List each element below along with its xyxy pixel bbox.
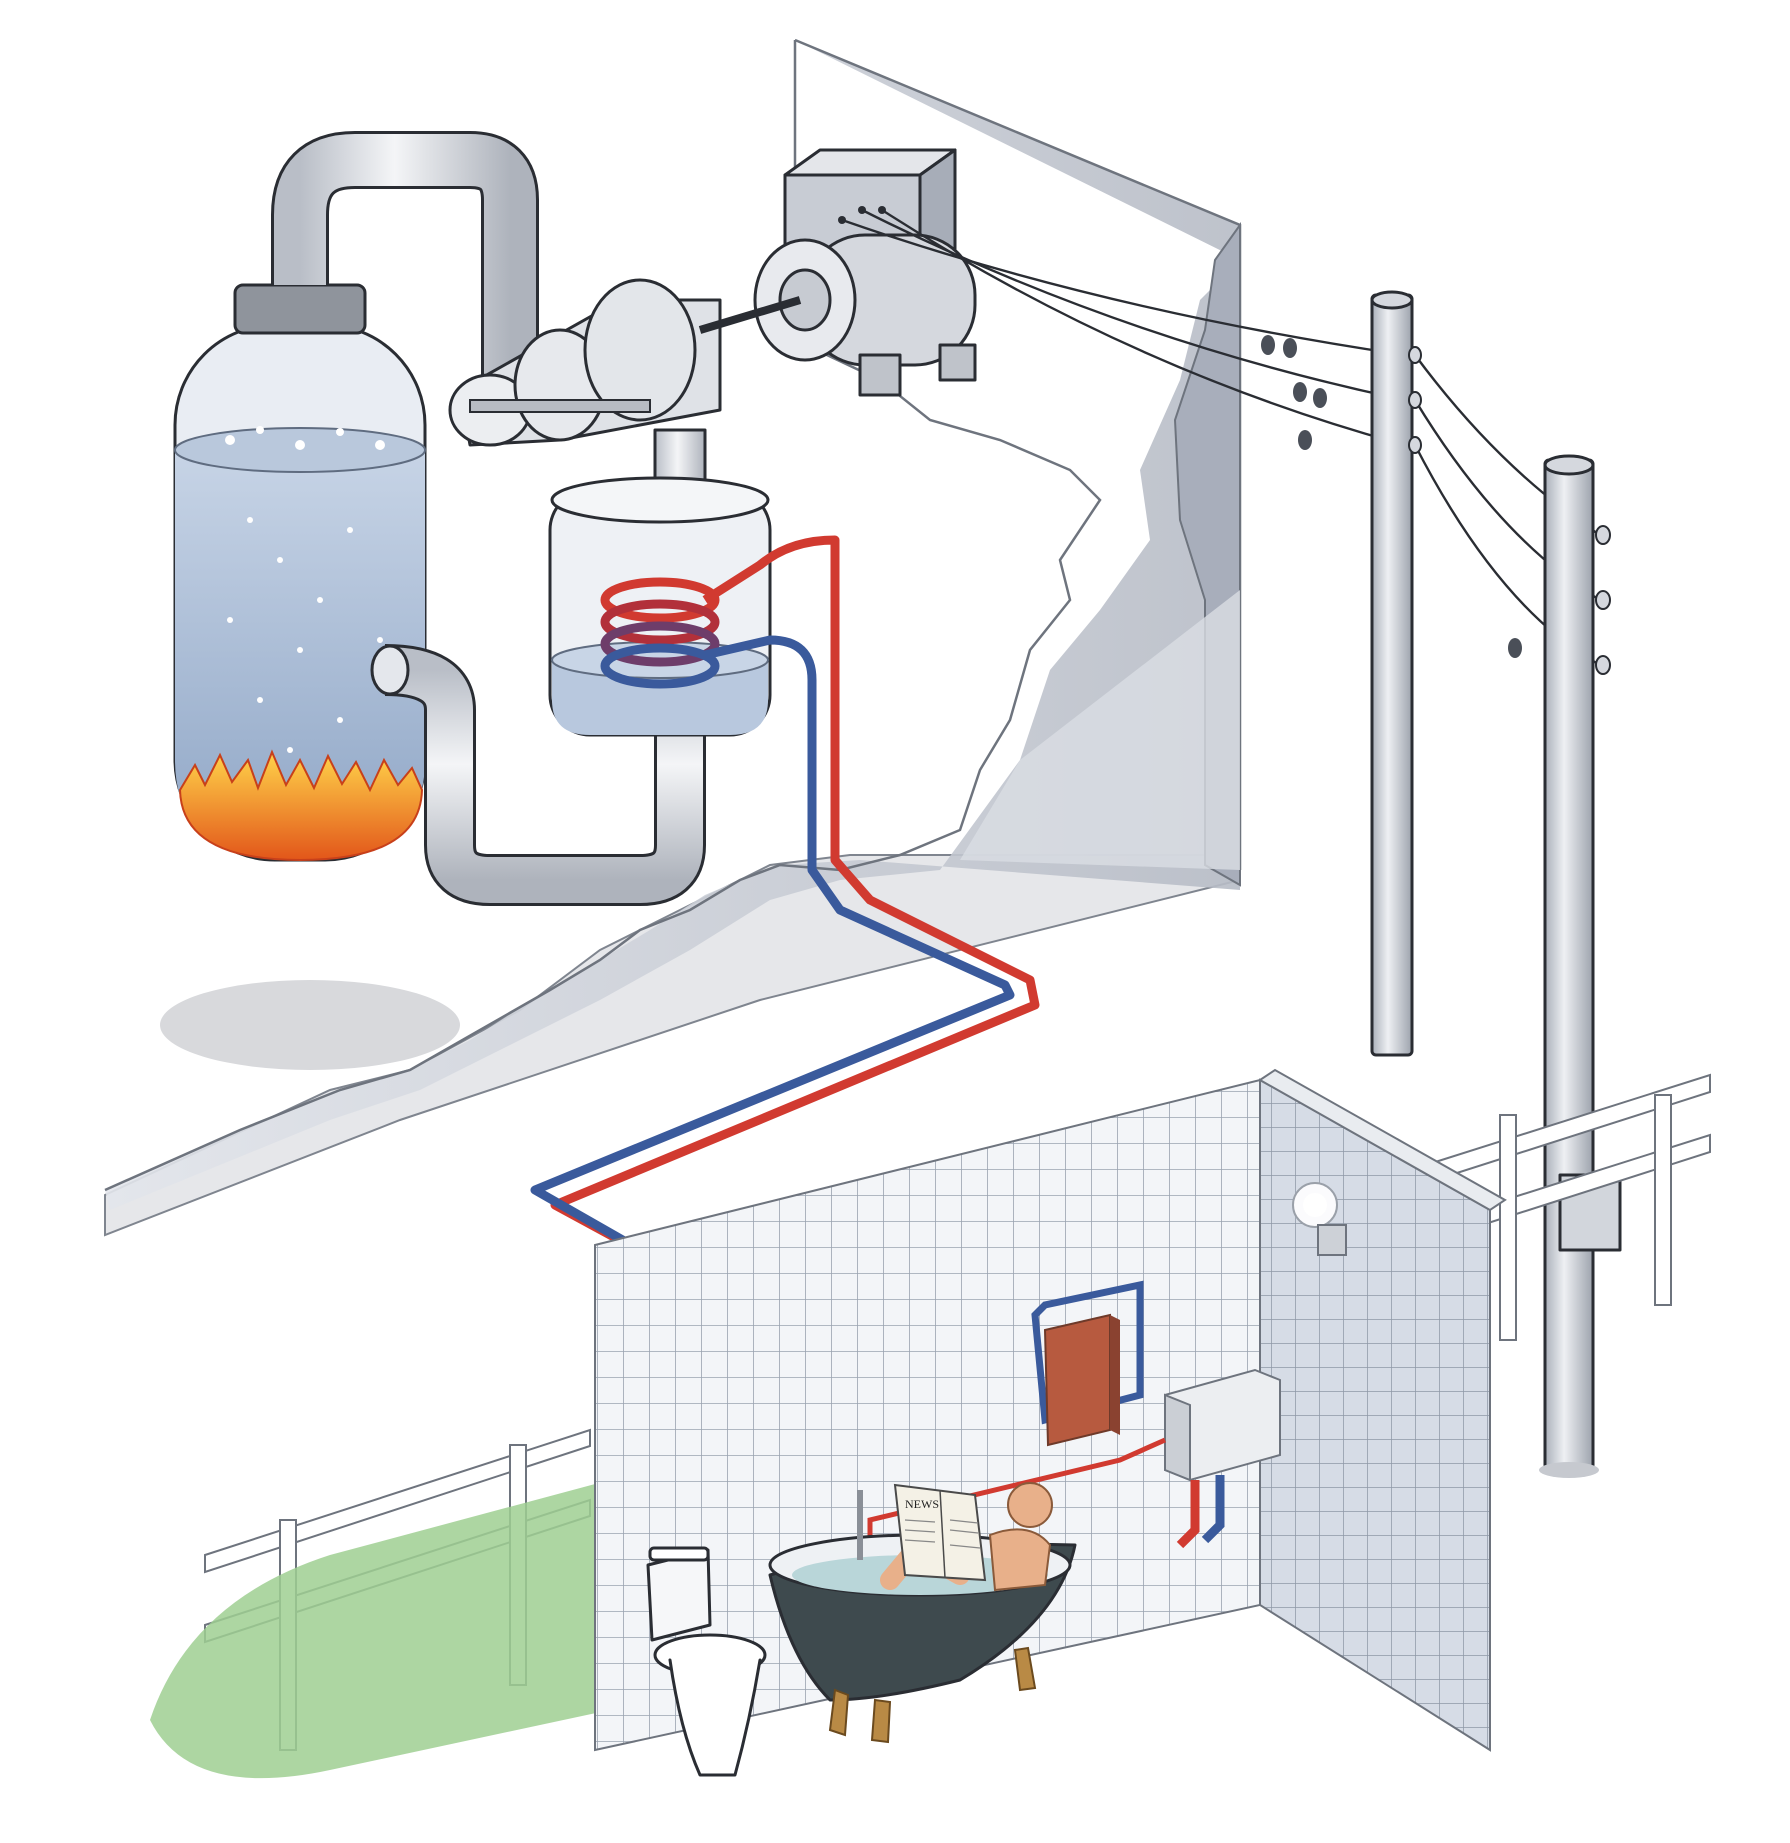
water-heater-box [867, 1368, 1281, 1565]
birds-on-wires [1261, 335, 1522, 658]
power-lines [841, 208, 1601, 667]
utility-pole [1370, 290, 1422, 1057]
steam-pipe [271, 131, 706, 906]
wall-lamp [1292, 1182, 1347, 1256]
boiler-tank [173, 283, 427, 862]
radiator [1031, 1280, 1144, 1447]
cold-water-pipe [530, 635, 1042, 1420]
utility-pole-near [1539, 454, 1622, 1478]
grass-patch [150, 1480, 610, 1779]
claw-feet [828, 1646, 1037, 1744]
bathtub: NEWS [768, 1482, 1077, 1744]
person-in-bath: NEWS [880, 1482, 1053, 1592]
tank-shadow [160, 980, 460, 1070]
heating-coil [600, 577, 720, 689]
heat-exchanger [548, 476, 772, 737]
bubbles [225, 426, 385, 753]
newspaper-masthead: NEWS [905, 1497, 939, 1511]
building-wall [104, 38, 1242, 1237]
electric-generator [753, 148, 977, 397]
bathroom-walls [594, 1068, 1507, 1752]
toilet [646, 1546, 767, 1777]
newspaper: NEWS [893, 1483, 987, 1582]
fire-flames [178, 749, 424, 862]
